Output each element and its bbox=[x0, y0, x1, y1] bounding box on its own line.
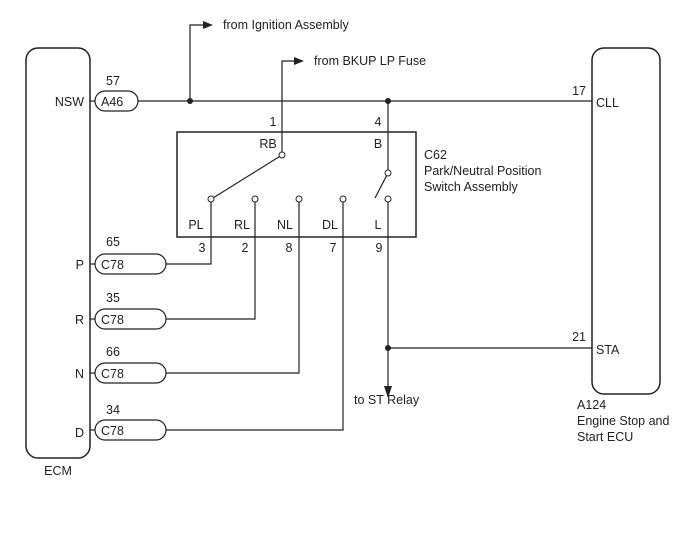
pin-number: 65 bbox=[106, 235, 120, 249]
pin-number: 2 bbox=[242, 241, 249, 255]
pin-number: 35 bbox=[106, 291, 120, 305]
terminal-label: DL bbox=[322, 218, 338, 232]
connector-c78-pill bbox=[94, 308, 167, 330]
junction-dot bbox=[385, 345, 391, 351]
connector-label: C78 bbox=[101, 424, 124, 438]
ecm-label: ECM bbox=[44, 464, 72, 478]
arrow-from-bkup bbox=[294, 57, 304, 65]
terminal-nl bbox=[295, 195, 303, 203]
switch-contact-rb bbox=[212, 154, 283, 199]
terminal-label: RB bbox=[259, 137, 276, 151]
pin-name: R bbox=[75, 313, 84, 327]
terminal-label: L bbox=[375, 218, 382, 232]
start-ecu-name: Start ECU bbox=[577, 430, 633, 444]
pin-number: 17 bbox=[572, 84, 586, 98]
pin-number: 8 bbox=[286, 241, 293, 255]
pin-number: 9 bbox=[376, 241, 383, 255]
wire-nl-n bbox=[166, 199, 300, 374]
start-ecu-name: Engine Stop and bbox=[577, 414, 669, 428]
switch-assembly-body bbox=[176, 131, 417, 238]
pin-number: 1 bbox=[270, 115, 277, 129]
switch-assembly-code: C62 bbox=[424, 148, 447, 162]
connector-label: A46 bbox=[101, 95, 123, 109]
terminal-label: RL bbox=[234, 218, 250, 232]
terminal-label: NL bbox=[277, 218, 293, 232]
wire-from-bkup bbox=[281, 60, 296, 155]
terminal-b bbox=[384, 169, 392, 177]
connector-c78-pill bbox=[94, 362, 167, 384]
connector-c78-pill bbox=[94, 419, 167, 441]
terminal-rl bbox=[251, 195, 259, 203]
connector-c78-pill bbox=[94, 253, 167, 275]
start-ecu-body bbox=[591, 47, 661, 395]
pin-number: 34 bbox=[106, 403, 120, 417]
terminal-rb bbox=[278, 151, 286, 159]
wire-pl-p bbox=[166, 199, 212, 265]
pin-number: 21 bbox=[572, 330, 586, 344]
pin-number: 66 bbox=[106, 345, 120, 359]
arrow-from-ignition bbox=[203, 21, 213, 29]
terminal-pl bbox=[207, 195, 215, 203]
wire-from-ignition bbox=[189, 24, 205, 101]
pin-name: STA bbox=[596, 343, 620, 357]
annotation-to-st-relay: to ST Relay bbox=[354, 393, 420, 407]
terminal-dl bbox=[339, 195, 347, 203]
pin-name: N bbox=[75, 367, 84, 381]
junction-dot bbox=[187, 98, 193, 104]
pin-name: D bbox=[75, 426, 84, 440]
arrow-to-st-relay bbox=[384, 386, 392, 398]
wire-rl-r bbox=[166, 199, 256, 320]
pin-name: CLL bbox=[596, 96, 619, 110]
connector-label: C78 bbox=[101, 258, 124, 272]
junction-dot bbox=[385, 98, 391, 104]
terminal-l bbox=[384, 195, 392, 203]
terminal-label: B bbox=[374, 137, 382, 151]
terminal-label: PL bbox=[188, 218, 203, 232]
connector-a46-pill bbox=[94, 90, 139, 112]
start-ecu-code: A124 bbox=[577, 398, 606, 412]
pin-number: 7 bbox=[330, 241, 337, 255]
switch-assembly-name: Switch Assembly bbox=[424, 180, 519, 194]
switch-contact-b bbox=[374, 172, 389, 199]
pin-number: 57 bbox=[106, 74, 120, 88]
pin-name: P bbox=[76, 258, 84, 272]
wires bbox=[90, 21, 592, 431]
switch-assembly-name: Park/Neutral Position bbox=[424, 164, 541, 178]
pin-number: 4 bbox=[375, 115, 382, 129]
annotation-from-bkup: from BKUP LP Fuse bbox=[314, 54, 426, 68]
connector-label: C78 bbox=[101, 367, 124, 381]
connector-label: C78 bbox=[101, 313, 124, 327]
wire-dl-d bbox=[166, 199, 344, 431]
pin-number: 3 bbox=[199, 241, 206, 255]
pin-name: NSW bbox=[55, 95, 84, 109]
annotation-from-ignition: from Ignition Assembly bbox=[223, 18, 349, 32]
ecm-body bbox=[25, 47, 91, 459]
